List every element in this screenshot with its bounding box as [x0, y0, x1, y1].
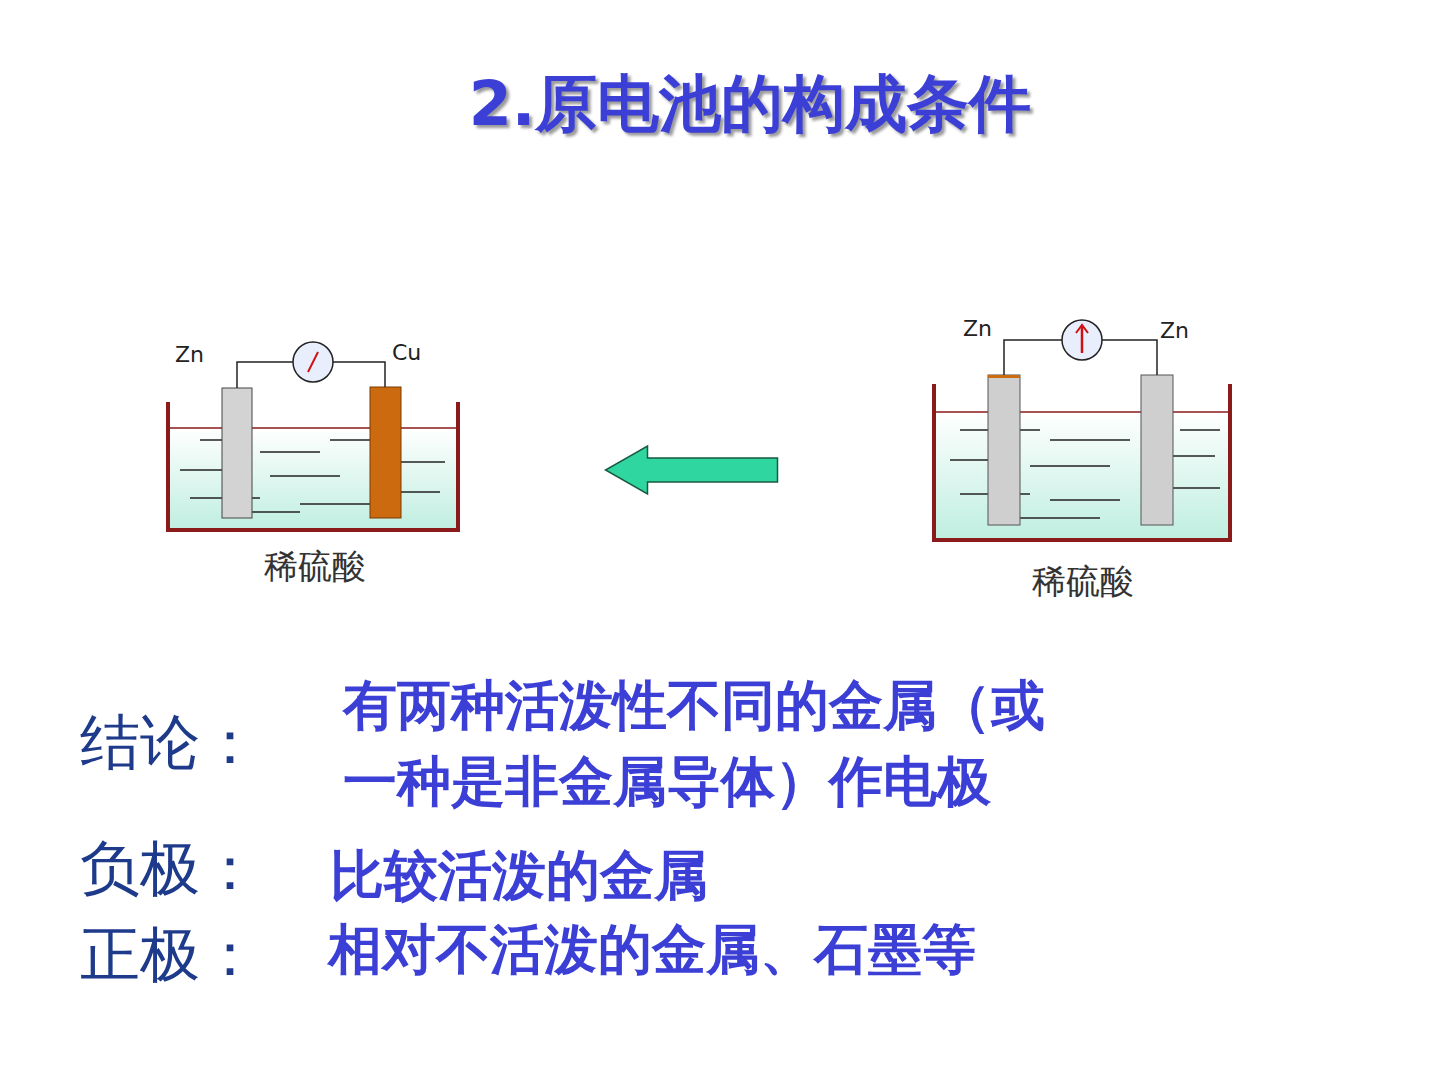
negative-text: 比较活泼的金属 — [330, 838, 708, 914]
electrode-label: Cu — [392, 338, 421, 369]
solution-label: 稀硫酸 — [925, 559, 1240, 605]
negative-heading: 负极： — [80, 826, 260, 910]
conclusion-heading: 结论： — [80, 700, 260, 784]
beaker-cell: 稀硫酸 — [160, 300, 470, 590]
positive-text: 相对不活泼的金属、石墨等 — [328, 912, 976, 988]
electrode-label: Zn — [963, 314, 992, 345]
right-beaker — [934, 320, 1230, 540]
title: 2.原电池的构成条件 — [0, 62, 1440, 146]
positive-heading: 正极： — [80, 912, 260, 996]
solution-label: 稀硫酸 — [160, 544, 470, 590]
conclusion-text: 有两种活泼性不同的金属（或 一种是非金属导体）作电极 — [343, 668, 1083, 819]
electrode-label: Zn — [175, 340, 204, 371]
electrode-label: Zn — [1160, 316, 1189, 347]
block-arrow — [606, 446, 778, 494]
left-beaker — [168, 342, 458, 530]
